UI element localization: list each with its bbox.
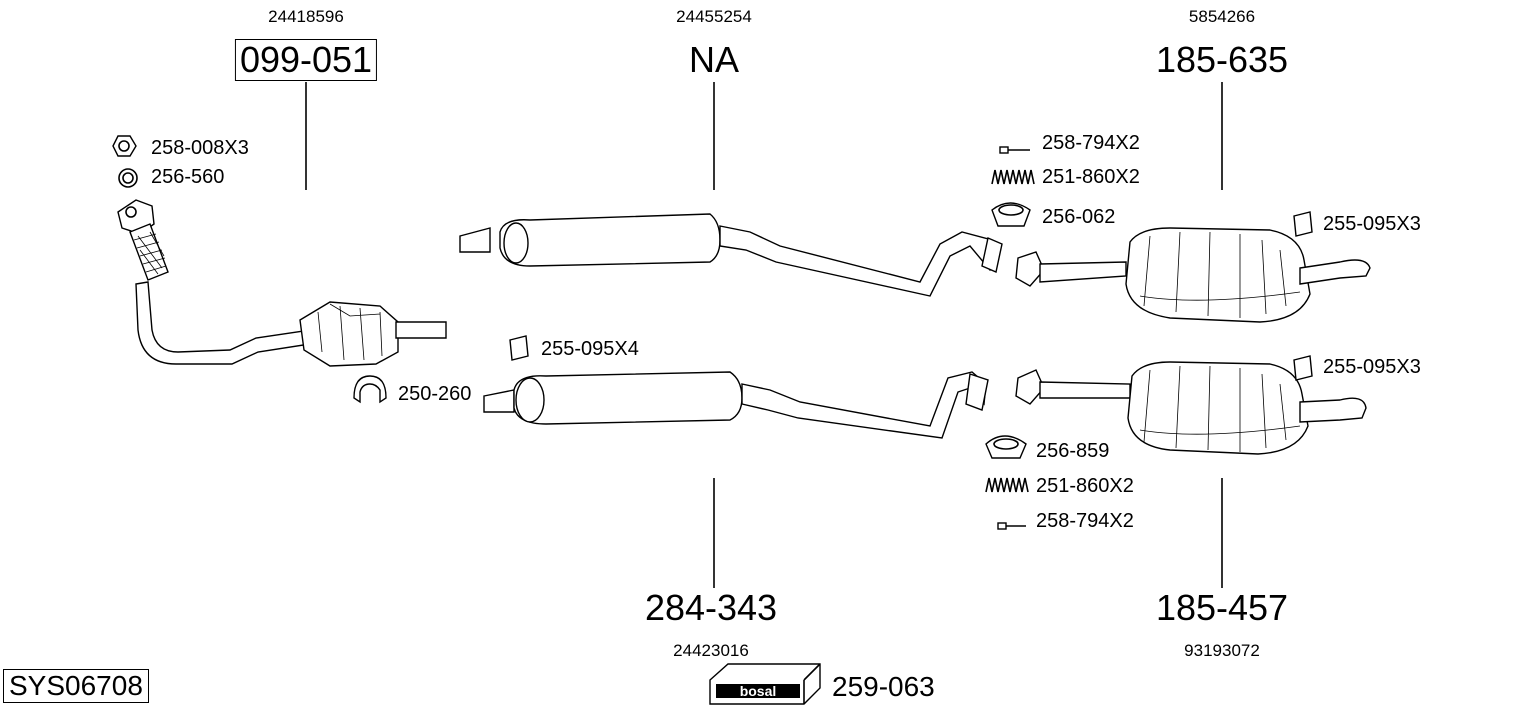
part-number-2: NA xyxy=(688,39,740,80)
rear-silencer-bottom xyxy=(1015,361,1367,455)
part-number-1: 099-051 xyxy=(234,39,378,81)
part-number-4: 284-343 xyxy=(644,587,778,628)
rear-silencer-top xyxy=(1015,227,1371,323)
accessory-label-12: 258-794X2 xyxy=(1036,510,1134,532)
system-code: SYS06708 xyxy=(3,669,149,703)
oem-number-3: 5854266 xyxy=(1188,7,1256,26)
accessory-label-8: 250-260 xyxy=(398,383,472,405)
hex-nut-icon xyxy=(112,135,137,157)
rubber-mount-icon-3 xyxy=(1293,355,1313,381)
svg-text:bosal: bosal xyxy=(740,683,777,699)
intermediate-pipe-top xyxy=(459,213,1003,297)
part-number-3: 185-635 xyxy=(1155,39,1289,80)
accessory-label-6: 255-095X3 xyxy=(1323,213,1421,235)
part-number-5: 185-457 xyxy=(1155,587,1289,628)
accessory-label-3: 258-794X2 xyxy=(1042,132,1140,154)
bolt-icon-2 xyxy=(997,522,1026,530)
gasket-ring-icon xyxy=(118,168,138,188)
brand-part-number: 259-063 xyxy=(832,671,935,702)
accessory-label-10: 256-859 xyxy=(1036,440,1110,462)
bolt-icon xyxy=(999,146,1030,154)
clamp-icon xyxy=(353,375,387,404)
bosal-logo: bosal xyxy=(709,663,821,705)
spring-icon xyxy=(991,169,1035,185)
oem-number-2: 24455254 xyxy=(676,7,752,26)
rubber-mount-icon-2 xyxy=(509,335,529,361)
front-pipe-catalyst xyxy=(117,199,447,367)
accessory-label-9: 255-095X3 xyxy=(1323,356,1421,378)
rubber-mount-icon xyxy=(1293,211,1313,237)
accessory-label-11: 251-860X2 xyxy=(1036,475,1134,497)
accessory-label-7: 255-095X4 xyxy=(541,338,639,360)
oem-number-1: 24418596 xyxy=(268,7,344,26)
intermediate-pipe-bottom xyxy=(483,371,989,439)
spring-icon-2 xyxy=(985,477,1029,493)
oem-number-5: 93193072 xyxy=(1184,641,1260,660)
accessory-label-5: 256-062 xyxy=(1042,206,1116,228)
oem-number-4: 24423016 xyxy=(673,641,749,660)
accessory-label-4: 251-860X2 xyxy=(1042,166,1140,188)
accessory-label-1: 258-008X3 xyxy=(151,137,249,159)
accessory-label-2: 256-560 xyxy=(151,166,225,188)
